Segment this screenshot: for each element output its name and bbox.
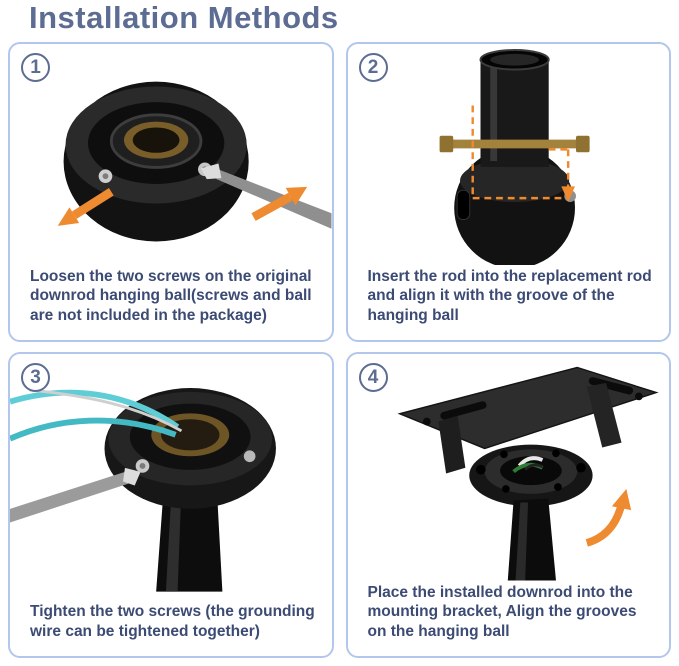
step-panel-3: 3 — [8, 352, 334, 658]
step-panel-4: 4 — [345, 352, 671, 658]
page-title: Installation Methods — [29, 0, 339, 35]
step-number-badge: 1 — [21, 53, 50, 82]
grounding-wires — [10, 388, 183, 442]
rod-insert-illustration — [439, 49, 590, 265]
downrod — [156, 483, 223, 592]
steps-grid: 1 — [8, 42, 671, 658]
downrod-ball-loosen-illustration — [57, 81, 332, 242]
step-panel-1: 1 — [8, 42, 334, 342]
downrod — [507, 498, 556, 581]
wires — [511, 456, 543, 474]
tighten-screws-illustration — [10, 388, 276, 592]
alignment-dashed-guide — [470, 105, 569, 200]
screwdriver-icon — [10, 467, 141, 523]
brass-pin — [439, 135, 590, 153]
hanging-ball — [104, 388, 276, 509]
orange-arrow-icon — [57, 186, 308, 226]
step-4-photo — [348, 354, 670, 581]
replacement-rod — [479, 49, 550, 167]
hanging-ball — [453, 147, 576, 265]
step-2-photo — [348, 44, 670, 265]
mounting-bracket — [397, 366, 659, 474]
step-caption: Insert the rod into the replacement rod … — [367, 267, 652, 325]
step-caption: Loosen the two screws on the original do… — [30, 267, 312, 325]
step-panel-2: 2 — [345, 42, 671, 342]
mounting-bracket-illustration — [397, 366, 659, 581]
step-caption: Place the installed downrod into the mou… — [367, 583, 637, 641]
screwdriver-icon — [200, 163, 332, 229]
step-caption: Tighten the two screws (the grounding wi… — [30, 603, 315, 641]
hanging-ball-in-bracket — [468, 444, 593, 507]
step-number-badge: 4 — [358, 363, 388, 392]
orange-arrow-icon — [560, 186, 575, 202]
step-3-photo — [10, 354, 332, 600]
step-number-badge: 2 — [358, 53, 388, 82]
screws — [135, 450, 256, 473]
orange-arrow-icon — [585, 488, 631, 547]
step-number-badge: 3 — [21, 363, 50, 392]
step-1-photo — [10, 44, 332, 265]
hanging-ball — [63, 81, 249, 242]
